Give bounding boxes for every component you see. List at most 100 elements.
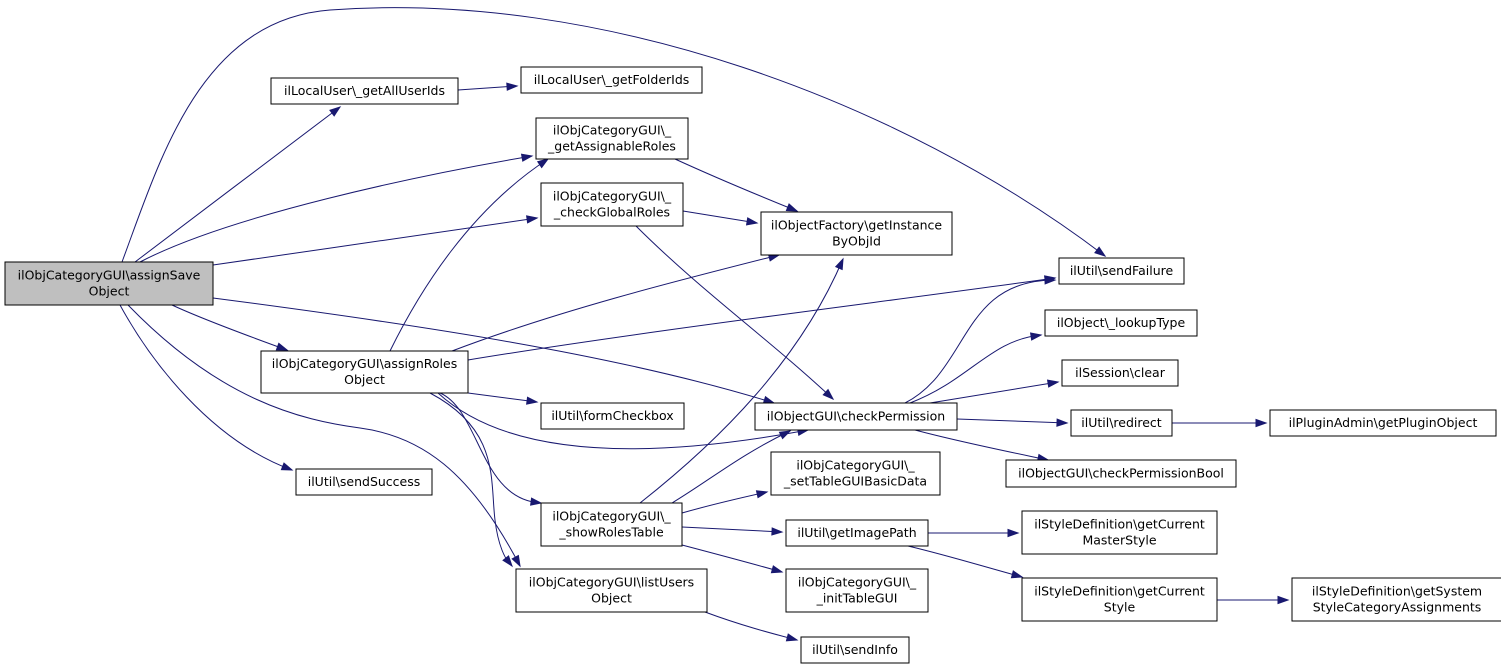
node-label-line: ilObject\_lookupType — [1057, 315, 1186, 330]
arrow-head — [502, 555, 513, 568]
node-getPluginObject[interactable]: ilPluginAdmin\getPluginObject — [1269, 409, 1497, 437]
edge-root-to-checkGlobalRoles — [212, 215, 539, 266]
arrow-head — [770, 565, 784, 574]
node-box — [1021, 577, 1218, 622]
edge-checkGlobalRoles-to-getInstanceByObjId — [682, 210, 759, 226]
node-showRolesTable[interactable]: ilObjCategoryGUI\__showRolesTable — [540, 502, 683, 547]
arrow-head — [1056, 418, 1069, 427]
edge-checkPermission-to-sessionClear — [929, 379, 1060, 404]
node-sendSuccess[interactable]: ilUtil\sendSuccess — [295, 468, 433, 496]
arrow-head — [275, 342, 289, 351]
arrow-head — [771, 527, 784, 536]
node-label-line: ilObjCategoryGUI\_ — [552, 509, 671, 524]
node-lookupType[interactable]: ilObject\_lookupType — [1044, 309, 1198, 337]
node-label-line: ilObjCategoryGUI\_ — [796, 458, 915, 473]
node-label-line: MasterStyle — [1082, 533, 1156, 548]
edge-showRolesTable-to-getImagePath — [681, 526, 784, 536]
edge-redirect-to-getPluginObject — [1172, 418, 1268, 428]
edge-root-to-getAssignableRoles — [139, 153, 534, 263]
arrow-head — [1094, 246, 1107, 257]
node-label-line: ilUtil\getImagePath — [797, 525, 916, 540]
edge-showRolesTable-to-initTableGUI — [681, 544, 784, 574]
arrow-head — [1277, 595, 1290, 605]
edge-showRolesTable-to-checkPermission — [671, 430, 792, 504]
arrow-head — [1255, 418, 1268, 428]
edge-line — [389, 158, 549, 352]
node-getImagePath[interactable]: ilUtil\getImagePath — [785, 519, 929, 547]
arrow-head — [280, 462, 294, 471]
edge-root-to-listUsersObject — [127, 304, 521, 568]
node-box — [760, 211, 953, 256]
edge-root-to-assignRolesObject — [171, 304, 289, 351]
edge-assignRolesObject-to-getAssignableRoles — [389, 158, 550, 352]
edge-assignRolesObject-to-sendFailure — [467, 275, 1057, 361]
edge-line — [639, 258, 844, 504]
node-box — [540, 182, 684, 227]
node-label-line: ilObjCategoryGUI\listUsers — [529, 575, 694, 590]
edge-line — [121, 7, 1106, 263]
edge-getCurrentStyle-to-getSystemStyleCategoryAssignments — [1217, 595, 1290, 605]
arrow-head — [511, 554, 521, 568]
edge-assignRolesObject-to-formCheckbox — [467, 392, 539, 405]
edge-line — [429, 392, 513, 567]
arrow-head — [745, 217, 759, 226]
node-setTableGUIBasicData[interactable]: ilObjCategoryGUI\__setTableGUIBasicData — [770, 451, 941, 496]
node-box — [260, 350, 469, 394]
arrow-head — [1044, 276, 1057, 285]
arrow-head — [1029, 332, 1043, 341]
node-box — [1005, 459, 1237, 488]
node-checkPermission[interactable]: ilObjectGUI\checkPermission — [754, 402, 958, 431]
edge-showRolesTable-to-setTableGUIBasicData — [681, 490, 769, 514]
edge-line — [704, 611, 798, 641]
node-sendFailure[interactable]: ilUtil\sendFailure — [1058, 257, 1185, 285]
node-box — [800, 636, 910, 664]
edge-root-to-sendSuccess — [119, 304, 294, 471]
edge-checkPermission-to-sendFailure — [904, 276, 1057, 404]
node-box — [1061, 359, 1179, 387]
node-initTableGUI[interactable]: ilObjCategoryGUI\__initTableGUI — [785, 568, 929, 613]
edge-line — [681, 526, 783, 533]
edge-showRolesTable-to-getInstanceByObjId — [639, 257, 844, 504]
edge-listUsersObject-to-sendInfo — [704, 611, 799, 642]
node-box — [270, 77, 459, 105]
node-label-line: ilObjCategoryGUI\_ — [553, 123, 672, 138]
node-label-line: ilObjCategoryGUI\assignRoles — [272, 356, 458, 371]
node-sessionClear[interactable]: ilSession\clear — [1061, 359, 1179, 387]
edge-line — [929, 381, 1059, 404]
node-getFolderIds[interactable]: ilLocalUser\_getFolderIds — [520, 66, 703, 94]
arrow-head — [1010, 570, 1024, 579]
node-redirect[interactable]: ilUtil\redirect — [1070, 409, 1173, 437]
node-sendInfo[interactable]: ilUtil\sendInfo — [800, 636, 910, 664]
edge-line — [956, 418, 1068, 424]
node-box — [754, 402, 958, 431]
node-checkGlobalRoles[interactable]: ilObjCategoryGUI\__checkGlobalRoles — [540, 182, 684, 227]
node-label-line: Object — [591, 591, 632, 606]
edge-line — [635, 225, 834, 400]
arrow-head — [785, 203, 799, 212]
edge-root-to-getAllUserIds — [134, 106, 342, 263]
node-label-line: Object — [89, 284, 130, 299]
arrow-head — [785, 633, 799, 642]
node-getAllUserIds[interactable]: ilLocalUser\_getAllUserIds — [270, 77, 459, 105]
edge-line — [139, 155, 533, 263]
arrow-head — [536, 158, 550, 169]
node-label-line: ByObjId — [832, 234, 881, 249]
edge-getImagePath-to-getCurrentMasterStyle — [928, 528, 1020, 538]
edge-line — [914, 429, 1049, 461]
node-box — [1058, 257, 1185, 285]
node-checkPermissionBool[interactable]: ilObjectGUI\checkPermissionBool — [1005, 459, 1237, 488]
node-label-line: ilStyleDefinition\getCurrent — [1034, 584, 1205, 599]
edge-line — [171, 304, 288, 351]
node-getAssignableRoles[interactable]: ilObjCategoryGUI\__getAssignableRoles — [535, 117, 689, 160]
edge-line — [671, 430, 791, 504]
node-getSystemStyleCategoryAssignments[interactable]: ilStyleDefinition\getSystemStyleCategory… — [1291, 577, 1501, 622]
arrow-head — [1046, 379, 1060, 388]
edge-getImagePath-to-getCurrentStyle — [907, 545, 1024, 579]
node-formCheckbox[interactable]: ilUtil\formCheckbox — [540, 402, 685, 430]
